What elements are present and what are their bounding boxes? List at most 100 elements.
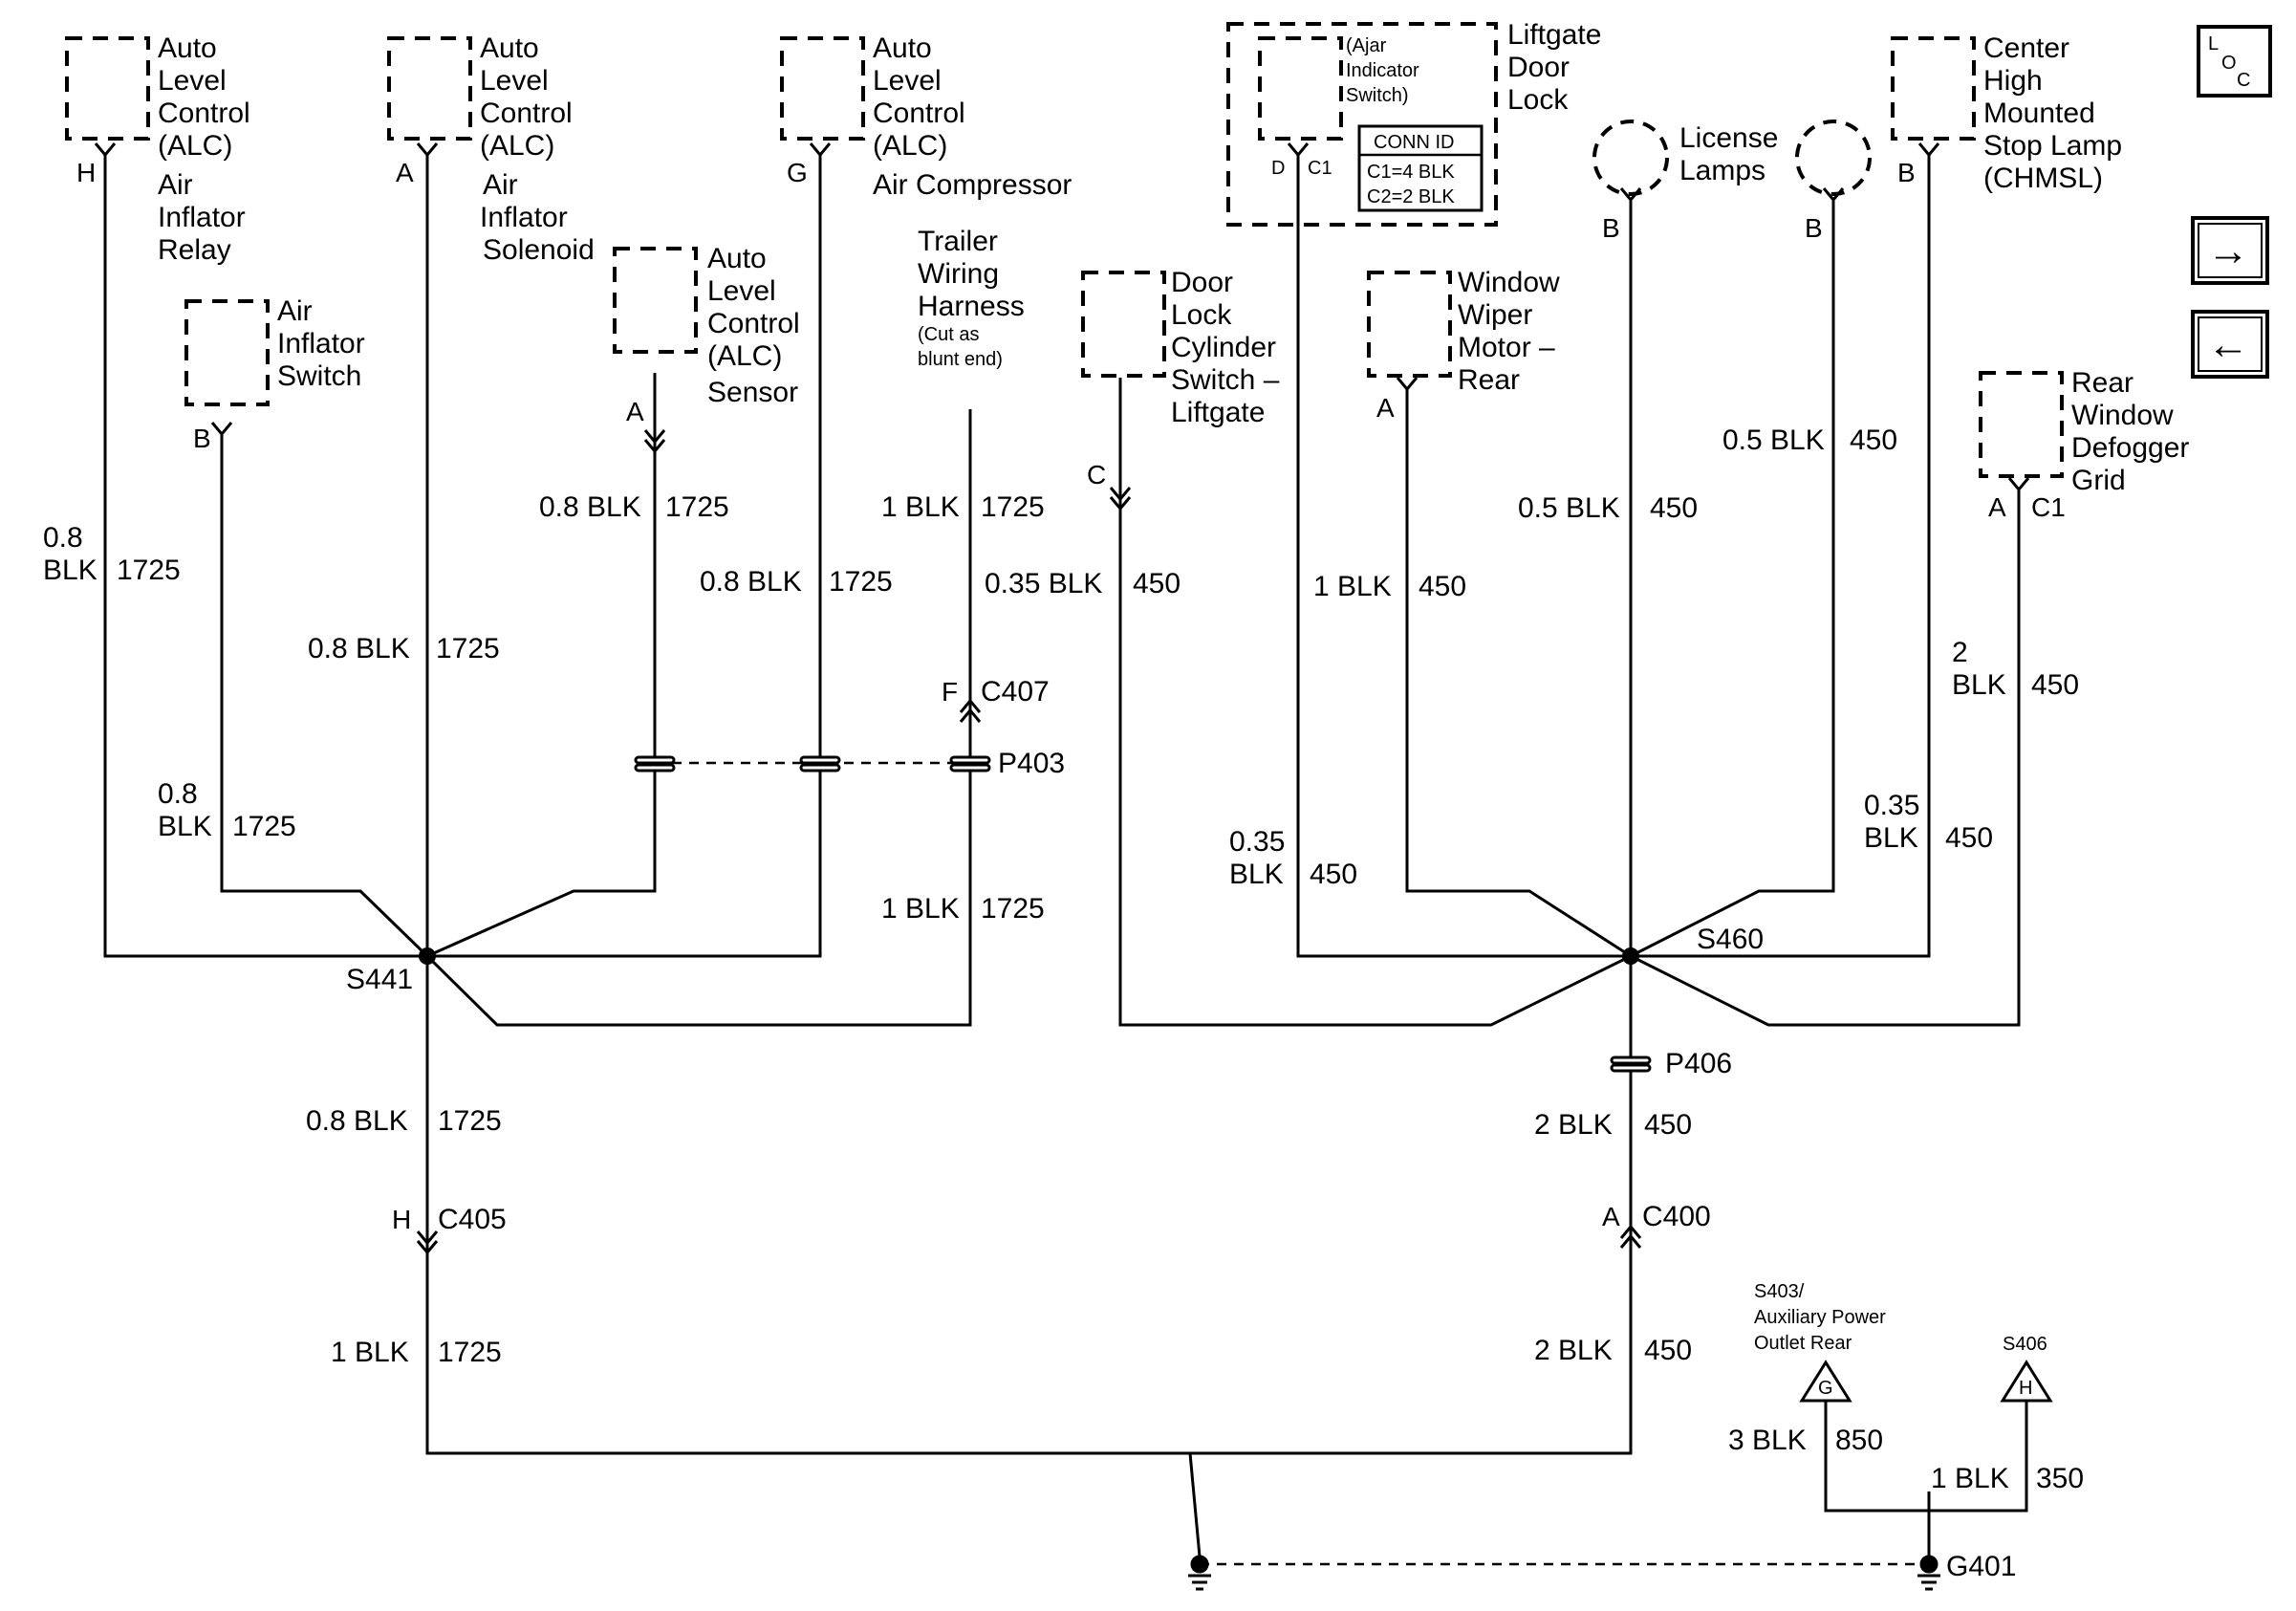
window-wiper-box	[1367, 271, 1452, 378]
svg-text:B: B	[1602, 213, 1620, 243]
svg-text:C400: C400	[1642, 1201, 1711, 1232]
wire-window-wiper	[1405, 387, 1632, 958]
svg-text:Harness: Harness	[918, 291, 1025, 322]
wire-solenoid-ground	[425, 153, 1190, 1455]
svg-text:Switch: Switch	[277, 360, 361, 392]
svg-text:S460: S460	[1697, 924, 1764, 955]
forward-button[interactable]: →	[2191, 216, 2269, 285]
window-wiper-label: Window Wiper Motor – Rear	[1458, 267, 1560, 396]
svg-text:0.35: 0.35	[1864, 790, 1919, 821]
svg-text:BLK: BLK	[1864, 822, 1918, 854]
license-lamps-label: License Lamps	[1679, 122, 1778, 186]
svg-text:(ALC): (ALC)	[480, 130, 554, 162]
svg-text:Switch –: Switch –	[1171, 364, 1280, 396]
svg-text:1725: 1725	[232, 811, 296, 842]
air-inflator-switch-box	[184, 299, 270, 406]
ajar-switch-box	[1258, 36, 1343, 141]
svg-text:1725: 1725	[436, 633, 500, 664]
svg-text:Stop Lamp: Stop Lamp	[1983, 130, 2122, 162]
alc-compressor-label: Auto Level Control (ALC) Air Compressor	[873, 33, 1072, 201]
svg-text:1725: 1725	[438, 1105, 502, 1137]
svg-text:Air: Air	[483, 169, 518, 201]
svg-text:0.8: 0.8	[43, 522, 83, 554]
svg-text:A: A	[1988, 492, 2006, 522]
wire-inflator-switch	[220, 435, 429, 958]
air-inflator-switch-label: Air Inflator Switch	[277, 295, 365, 392]
reference-labels: S441 S460 P403 P406 C407 C405 C400 G401	[346, 676, 2016, 1582]
s406-label: S406	[2003, 1334, 2047, 1355]
wire-license-lamp-2	[1630, 201, 1835, 958]
s403-triangle	[1799, 1360, 1852, 1403]
splice-s441-dot	[419, 947, 436, 965]
connector-chevrons	[94, 142, 2030, 1255]
chmsl-box	[1891, 36, 1976, 141]
svg-text:450: 450	[1650, 492, 1698, 524]
wire-c400-ground	[1190, 956, 1633, 1455]
back-arrow-icon: ←	[2207, 321, 2249, 368]
svg-text:Inflator: Inflator	[277, 328, 365, 359]
svg-text:H: H	[76, 158, 96, 187]
svg-text:1725: 1725	[438, 1337, 502, 1368]
liftgate-lock-box	[1226, 22, 1498, 227]
svg-text:G: G	[787, 158, 808, 187]
svg-text:Indicator: Indicator	[1346, 60, 1419, 81]
svg-text:Rear: Rear	[1458, 364, 1520, 396]
loc-button[interactable]: L O C	[2197, 25, 2272, 98]
svg-text:Inflator: Inflator	[480, 202, 568, 233]
svg-text:F: F	[942, 677, 958, 707]
svg-text:0.5 BLK: 0.5 BLK	[1722, 425, 1825, 456]
svg-text:450: 450	[1419, 571, 1466, 602]
svg-text:A: A	[626, 397, 644, 426]
svg-text:B: B	[1897, 158, 1916, 187]
alc-relay-box	[65, 36, 150, 141]
back-button[interactable]: ←	[2191, 310, 2269, 379]
s403-label: S403/ Auxiliary Power Outlet Rear	[1754, 1281, 1886, 1354]
svg-text:Level: Level	[707, 275, 776, 307]
svg-text:Liftgate: Liftgate	[1507, 19, 1601, 51]
svg-text:Auto: Auto	[480, 33, 539, 64]
svg-text:(ALC): (ALC)	[158, 130, 232, 162]
door-lock-switch-box	[1081, 271, 1166, 378]
svg-text:Air Compressor: Air Compressor	[873, 169, 1072, 201]
svg-text:Door: Door	[1507, 52, 1570, 83]
svg-text:C: C	[2237, 70, 2250, 91]
svg-text:1725: 1725	[117, 555, 181, 586]
svg-text:2: 2	[1952, 637, 1968, 668]
wire-labels: 0.8 BLK 1725 0.8 BLK 1725 0.8 BLK 1725 0…	[43, 425, 2084, 1494]
svg-text:Lamps: Lamps	[1679, 155, 1765, 186]
svg-text:450: 450	[1644, 1335, 1692, 1366]
forward-arrow-icon: →	[2207, 228, 2249, 274]
svg-text:850: 850	[1835, 1425, 1883, 1456]
svg-text:Motor –: Motor –	[1458, 332, 1555, 363]
svg-text:0.8 BLK: 0.8 BLK	[700, 566, 802, 598]
svg-text:Air: Air	[277, 295, 313, 327]
svg-text:Level: Level	[158, 65, 227, 97]
svg-text:BLK: BLK	[1229, 859, 1284, 890]
svg-text:P403: P403	[998, 748, 1065, 779]
svg-text:BLK: BLK	[158, 811, 212, 842]
svg-text:0.8 BLK: 0.8 BLK	[308, 633, 410, 664]
svg-text:Inflator: Inflator	[158, 202, 246, 233]
svg-text:Control: Control	[873, 98, 965, 129]
svg-text:C1: C1	[1308, 158, 1332, 179]
svg-text:450: 450	[1945, 822, 1993, 854]
svg-text:450: 450	[1850, 425, 1897, 456]
svg-text:Mounted: Mounted	[1983, 98, 2095, 129]
svg-text:Grid: Grid	[2071, 465, 2126, 496]
pin-labels: H A G B A D C1 C A B B B A C1 F H A G H	[76, 158, 2066, 1399]
svg-text:0.8 BLK: 0.8 BLK	[539, 491, 641, 523]
wire-relay-ground	[103, 153, 427, 958]
svg-text:0.35: 0.35	[1229, 826, 1285, 858]
svg-text:Auxiliary Power: Auxiliary Power	[1754, 1307, 1886, 1328]
svg-text:450: 450	[1133, 568, 1180, 599]
svg-text:Wiring: Wiring	[918, 258, 999, 290]
alc-relay-label: Auto Level Control (ALC) Air Inflator Re…	[158, 33, 250, 266]
defogger-box	[1979, 371, 2064, 478]
splice-s460-dot	[1622, 947, 1639, 965]
svg-text:Auto: Auto	[707, 243, 767, 274]
svg-text:0.35 BLK: 0.35 BLK	[985, 568, 1102, 599]
svg-text:C: C	[1087, 460, 1106, 490]
svg-text:S441: S441	[346, 964, 413, 995]
svg-text:C407: C407	[981, 676, 1050, 708]
svg-text:Outlet Rear: Outlet Rear	[1754, 1333, 1852, 1354]
